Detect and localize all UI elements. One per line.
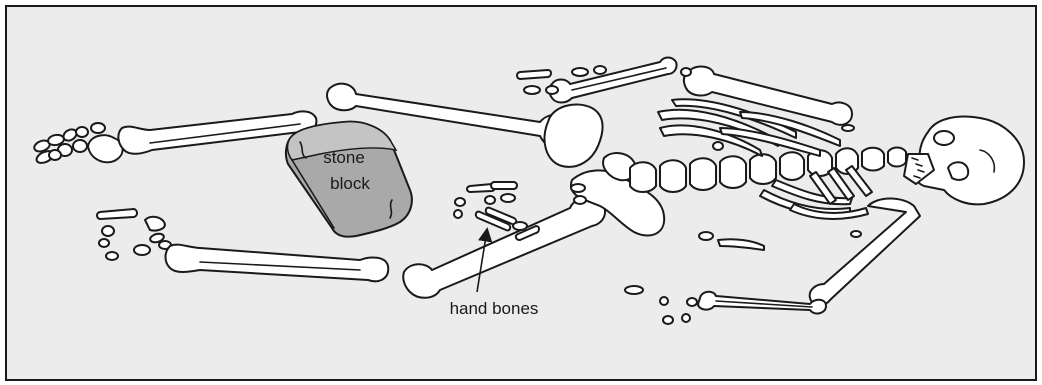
hand-bones-label: hand bones (450, 299, 539, 318)
diagram-frame (6, 6, 1036, 380)
stone-block-label-line1: stone (323, 148, 365, 167)
stone-block-label-line2: block (330, 174, 370, 193)
